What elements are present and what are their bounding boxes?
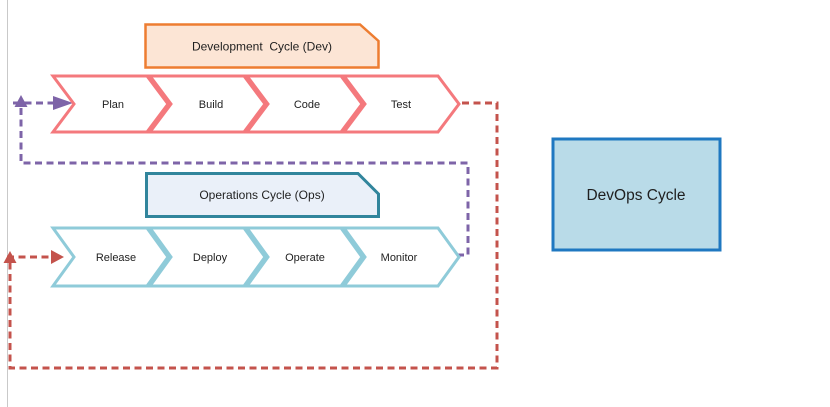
devops-box-label: DevOps Cycle	[586, 187, 685, 204]
arrowhead-right-red-icon	[51, 250, 64, 264]
chevron-test-label: Test	[391, 99, 411, 111]
test-to-release-connector	[3, 101, 499, 370]
chevron-plan-label: Plan	[102, 99, 124, 111]
chevron-operate-label: Operate	[285, 252, 325, 264]
arrowhead-right-purple-icon	[53, 96, 73, 110]
chevron-build-label: Build	[199, 99, 223, 111]
arrowhead-up-purple-icon	[14, 95, 28, 107]
test-to-release-connector-line	[8, 101, 499, 370]
dev-title-box	[144, 23, 380, 69]
monitor-to-plan-connector-line	[19, 106, 470, 257]
chevron-deploy	[147, 226, 267, 288]
dev-title-label: Development Cycle (Dev)	[192, 40, 332, 54]
chevron-operate	[244, 226, 364, 288]
dev-cycle-group: Development Cycle (Dev) Plan Build Code …	[50, 23, 461, 134]
chevron-monitor	[341, 226, 461, 288]
chevron-code	[244, 74, 364, 134]
chevron-build	[147, 74, 267, 134]
ops-title-label: Operations Cycle (Ops)	[199, 188, 324, 202]
chevron-release-label: Release	[96, 252, 136, 264]
chevron-release	[50, 226, 170, 288]
monitor-to-plan-connector	[13, 95, 470, 257]
devops-box	[551, 137, 722, 252]
chevron-monitor-label: Monitor	[381, 252, 418, 264]
chevron-plan	[50, 74, 170, 134]
devops-box-group: DevOps Cycle	[551, 137, 722, 252]
ops-cycle-group: Operations Cycle (Ops) Release Deploy Op…	[50, 172, 461, 288]
ops-title-box	[145, 172, 380, 218]
chevron-test	[341, 74, 461, 134]
chevron-code-label: Code	[294, 99, 320, 111]
chevron-deploy-label: Deploy	[193, 252, 228, 264]
